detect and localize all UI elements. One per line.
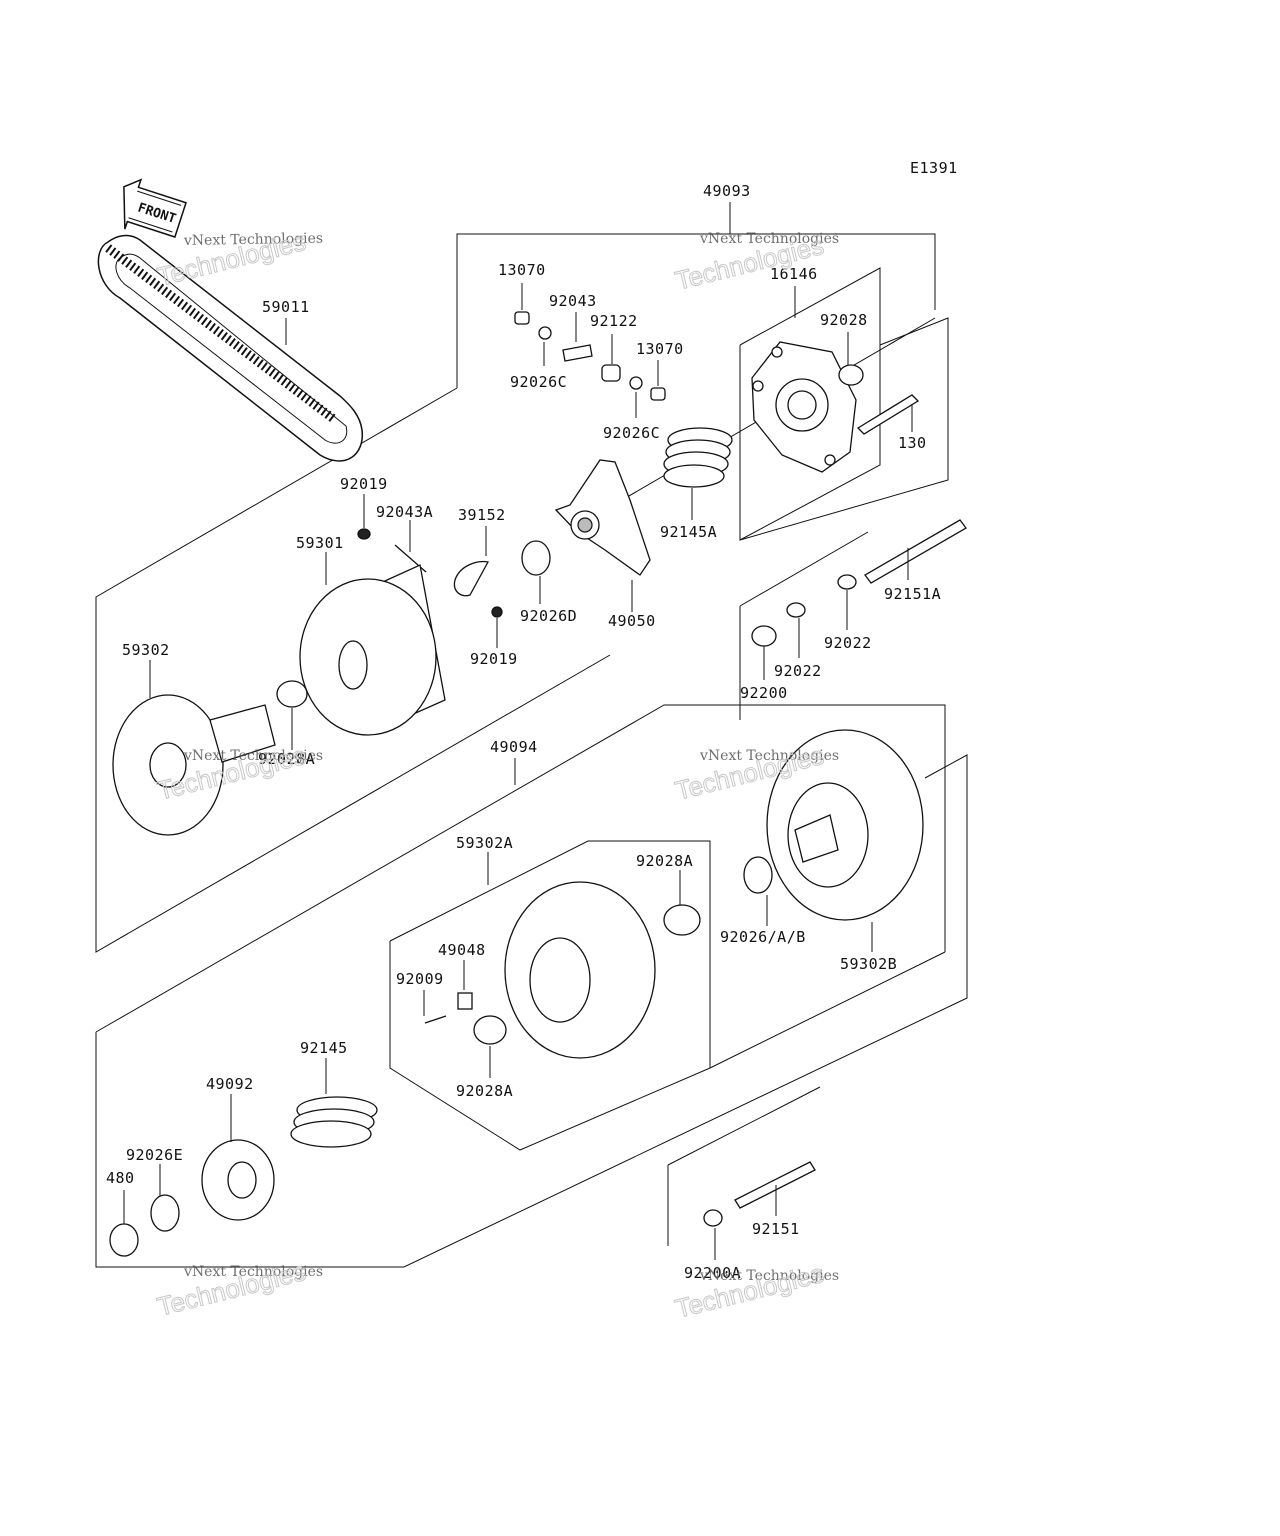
label-59011: 59011 (262, 298, 310, 316)
bushing-92028a (276, 680, 308, 708)
spider-49050 (521, 459, 651, 576)
label-92026c-a: 92026C (510, 373, 567, 391)
part-13070-a (514, 311, 530, 325)
washer-92026ab (743, 856, 773, 894)
spring-92145 (290, 1096, 378, 1148)
washer-92026e (150, 1194, 180, 1232)
label-59301: 59301 (296, 534, 344, 552)
watermark-text: vNext Technologies (183, 231, 323, 249)
label-92151: 92151 (752, 1220, 800, 1238)
watermark-text: vNext Technologies (699, 1268, 839, 1284)
label-92026d: 92026D (520, 607, 577, 625)
fixed-sheave-59302 (112, 680, 308, 836)
bolt-92151a (864, 519, 967, 584)
bolt-130 (856, 394, 920, 435)
label-49093: 49093 (703, 182, 751, 200)
label-92043a: 92043A (376, 503, 433, 521)
bolt-92151 (703, 1161, 816, 1227)
washer-92026d (521, 540, 551, 576)
watermark-text: vNext Technologies (183, 748, 323, 764)
label-49092: 49092 (206, 1075, 254, 1093)
watermark-text: vNext Technologies (183, 1264, 323, 1280)
label-92200a: 92200A (684, 1264, 741, 1282)
label-49048: 49048 (438, 941, 486, 959)
watermark-text: vNext Technologies (699, 748, 839, 764)
movable-sheave-59301 (299, 564, 446, 736)
spring-92145a (663, 427, 733, 488)
label-92022-b: 92022 (774, 662, 822, 680)
label-92145: 92145 (300, 1039, 348, 1057)
label-92043: 92043 (549, 292, 597, 310)
label-92026c-b: 92026C (603, 424, 660, 442)
diagram-code: E1391 (910, 159, 958, 177)
label-92026e: 92026E (126, 1146, 183, 1164)
label-92019-b: 92019 (470, 650, 518, 668)
nut-92200 (751, 625, 777, 647)
label-480: 480 (106, 1169, 135, 1187)
label-92145a: 92145A (660, 523, 717, 541)
drive-belt-59011 (97, 234, 363, 462)
label-92028a-b: 92028A (456, 1082, 513, 1100)
watermark-text: vNext Technologies (699, 231, 839, 247)
cover-16146 (751, 341, 857, 473)
label-92200: 92200 (740, 684, 788, 702)
label-92028a-top: 92028A (258, 750, 315, 768)
label-59302a: 59302A (456, 834, 513, 852)
fixed-sheave-59302b (743, 729, 924, 921)
label-92009: 92009 (396, 970, 444, 988)
cam-49092 (109, 1139, 275, 1257)
label-49050: 49050 (608, 612, 656, 630)
label-13070-b: 13070 (636, 340, 684, 358)
label-92028: 92028 (820, 311, 868, 329)
small-hardware-top (514, 311, 920, 488)
label-59302b: 59302B (840, 955, 897, 973)
weights-pins (357, 528, 503, 618)
label-92122: 92122 (590, 312, 638, 330)
part-labels: 49093 13070 92043 92122 13070 92026C 920… (106, 182, 941, 1282)
label-130: 130 (898, 434, 927, 452)
circlip-480 (109, 1223, 139, 1257)
bushing-92028 (838, 364, 864, 386)
label-92019-a: 92019 (340, 475, 388, 493)
label-59302: 59302 (122, 641, 170, 659)
hardware-right (751, 519, 967, 647)
movable-sheave-59302a (424, 881, 701, 1059)
leader-lines (123, 202, 913, 1260)
label-92026-a-b: 92026/A/B (720, 928, 806, 946)
label-92151a: 92151A (884, 585, 941, 603)
label-92028a-r: 92028A (636, 852, 693, 870)
label-49094: 49094 (490, 738, 538, 756)
label-16146: 16146 (770, 265, 818, 283)
front-arrow-icon: FRONT (123, 178, 187, 238)
label-13070-a: 13070 (498, 261, 546, 279)
label-92022-a: 92022 (824, 634, 872, 652)
label-39152: 39152 (458, 506, 506, 524)
